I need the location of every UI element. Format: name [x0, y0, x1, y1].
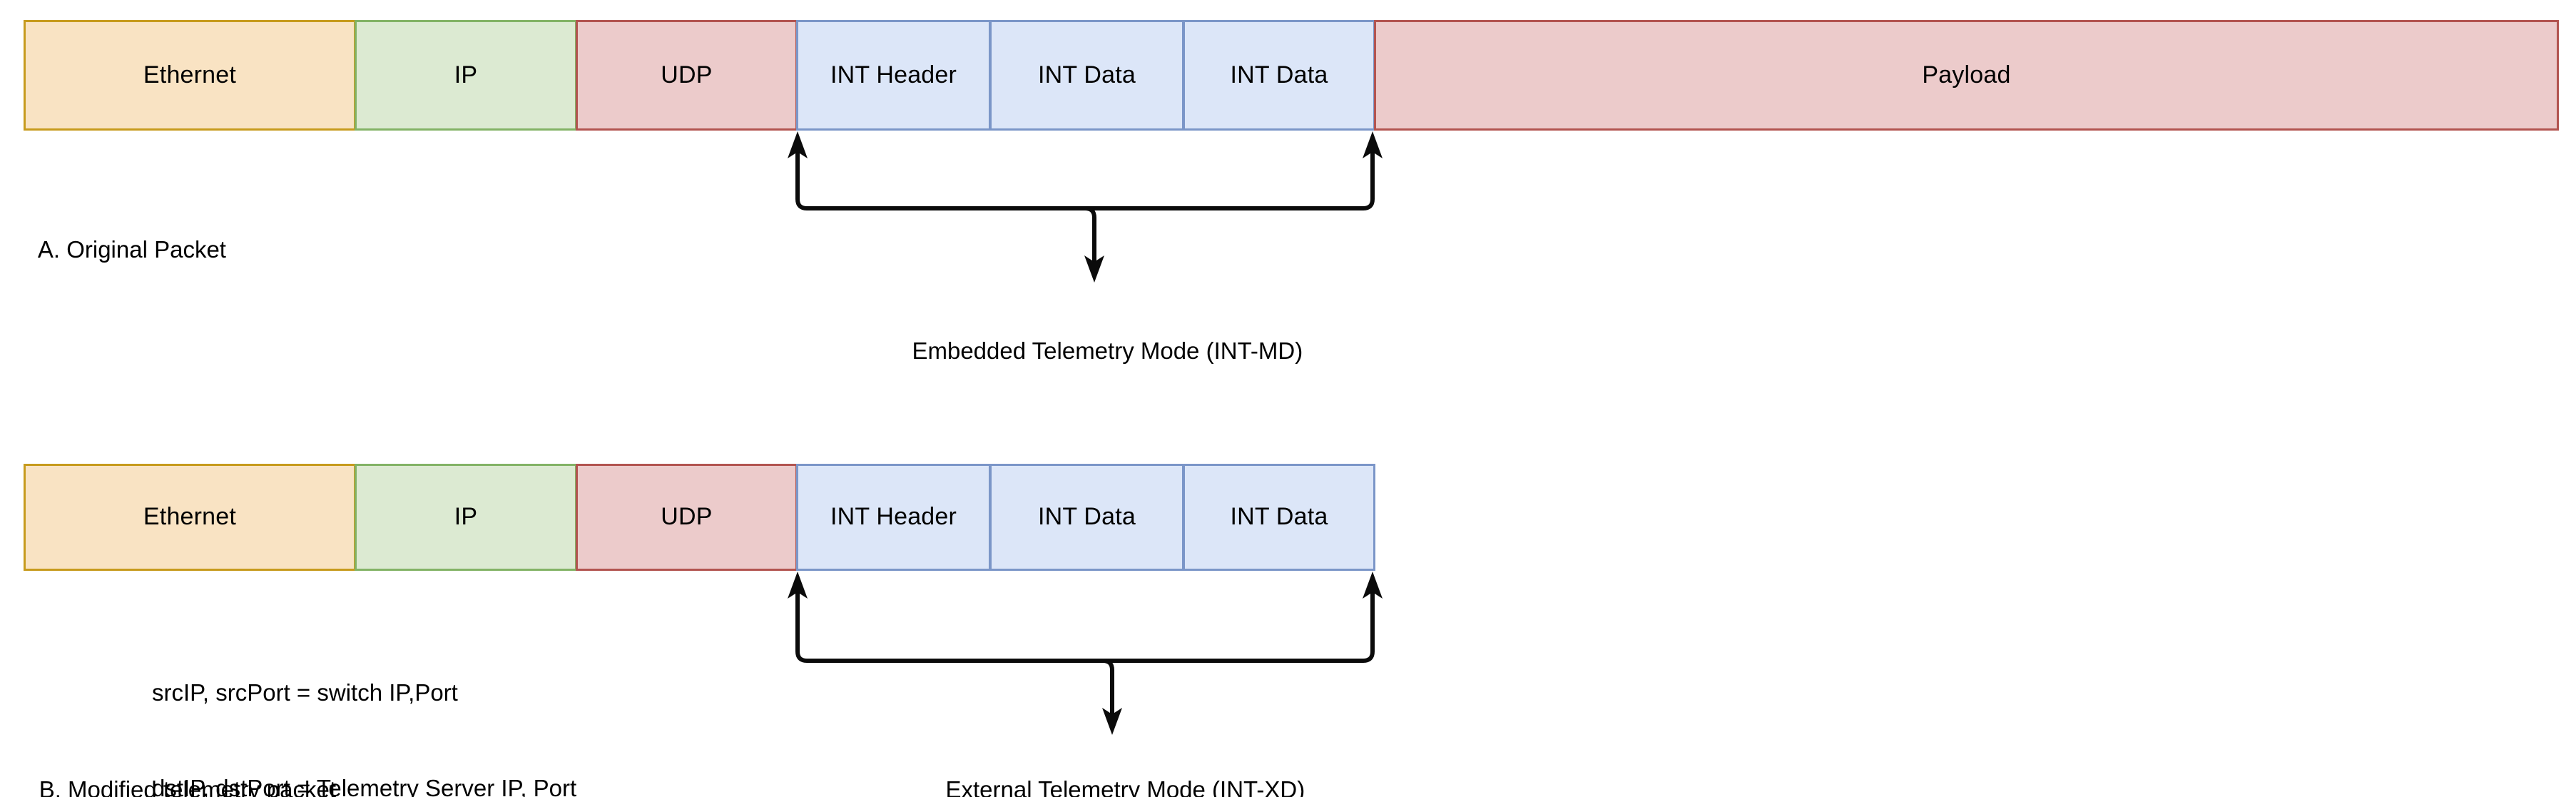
panel-a-caption-text: A. Original Packet — [37, 235, 226, 263]
packet-b-mode-annotation: External Telemetry Mode (INT-XD) — [920, 742, 1305, 797]
panel-a-annotation-text: Embedded Telemetry Mode (INT-MD) — [912, 337, 1303, 364]
packet-b-segment-ip: IP — [355, 464, 577, 571]
packet-a-segment-int-data-2: INT Data — [1183, 20, 1375, 131]
packet-b-caption: B. Modified telemetry packet — [13, 742, 336, 797]
panel-b-annotation-text: External Telemetry Mode (INT-XD) — [945, 776, 1305, 797]
packet-a-segment-int-data-1: INT Data — [989, 20, 1184, 131]
packet-a-mode-annotation: Embedded Telemetry Mode (INT-MD) — [886, 303, 1303, 399]
packet-a-caption: A. Original Packet — [13, 202, 226, 298]
panel-b-caption-text: B. Modified telemetry packet — [39, 776, 337, 797]
note-line-dstip: dstIP, dstPort = Telemetry Server IP, Po… — [152, 774, 577, 797]
note-line-srcip: srcIP, srcPort = switch IP,Port — [152, 679, 458, 706]
packet-b-ip-port-notes: srcIP, srcPort = switch IP,Port dstIP, d… — [152, 614, 576, 797]
